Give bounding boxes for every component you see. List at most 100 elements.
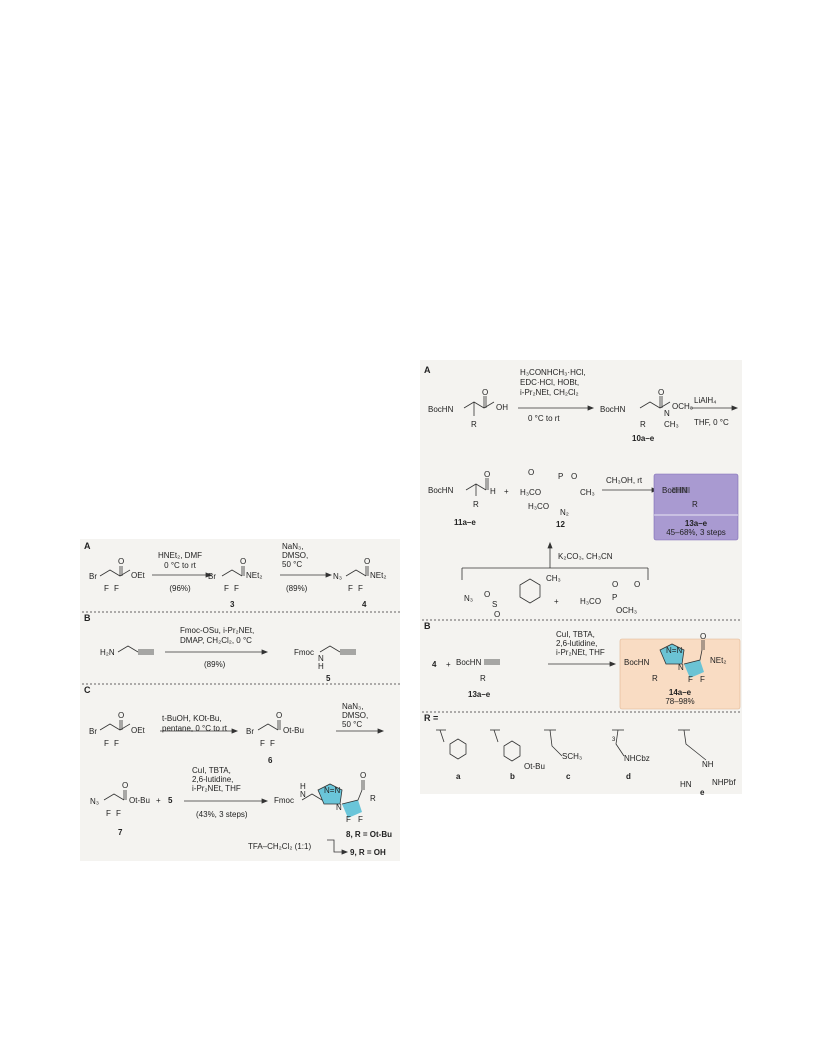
yield-b: (89%)	[204, 660, 226, 669]
lialh4: LiAlH₄	[694, 396, 717, 405]
b-prod-fmoc: Fmoc	[294, 648, 314, 657]
p4-f2: F	[358, 584, 363, 593]
p10-o: O	[658, 388, 665, 397]
ra-plus: +	[504, 487, 509, 496]
rb-four: 4	[432, 660, 437, 669]
p13-r: R	[692, 500, 698, 509]
r-group-b-ring	[503, 740, 521, 762]
c-prod-f2: F	[358, 815, 363, 824]
rb-prod-r: R	[652, 674, 658, 683]
rb-prod-f1: F	[688, 675, 693, 684]
sm-oet: OEt	[131, 571, 145, 580]
compound-11: 11a–e	[454, 518, 476, 527]
p6-br: Br	[246, 727, 254, 736]
rb-prod-bochn: BocHN	[624, 658, 650, 667]
r-c-sch3: SCH₃	[562, 752, 583, 761]
reagent-c1-line1: t-BuOH, KOt-Bu,	[162, 714, 222, 723]
yield-a2: (89%)	[286, 584, 308, 593]
bo-reagent: CH₃OH, rt	[606, 476, 643, 485]
reagent-c2-line1: NaN₃,	[342, 702, 364, 711]
c-sm-br: Br	[89, 727, 97, 736]
r-d-nhcbz: NHCbz	[624, 754, 650, 763]
r-d-subscript: 3	[612, 737, 616, 743]
phos-o1: O	[612, 580, 619, 589]
compound-10: 10a–e	[632, 434, 655, 443]
click-line2: 2,6-lutidine,	[192, 775, 234, 784]
rb-compound-13: 13a–e	[468, 690, 491, 699]
reagent-a2-line1: NaN₃,	[282, 542, 304, 551]
b-sm-h2n: H₂N	[100, 648, 115, 657]
phos-och3: OCH₃	[616, 606, 638, 615]
arrow-tfa	[327, 839, 342, 853]
compound-6: 6	[268, 756, 273, 765]
c-sm-f2: F	[114, 739, 119, 748]
click-yield: (43%, 3 steps)	[196, 810, 248, 819]
compound-14-yield: 78–98%	[665, 697, 695, 706]
section-label-b: B	[84, 613, 91, 623]
sm-br: Br	[89, 572, 97, 581]
p12-n2: N₂	[560, 508, 569, 517]
p12-o1: O	[528, 468, 535, 477]
p6-otbu: Ot-Bu	[283, 726, 304, 735]
r-e-nh: NH	[702, 760, 714, 769]
c-prod-n2: N	[336, 803, 342, 812]
reagent-a2-line2: DMSO,	[282, 551, 309, 560]
sm-f2: F	[114, 584, 119, 593]
click-line3: i-Pr₂NEt, THF	[192, 784, 241, 793]
reagent-b-line1: Fmoc-OSu, i-Pr₂NEt,	[180, 626, 255, 635]
tsn3-n3: N₃	[464, 594, 474, 603]
ra-reagent-line4: 0 °C to rt	[528, 414, 560, 423]
p6-o: O	[276, 711, 283, 720]
p3-net2: NEt₂	[246, 571, 263, 580]
reagent-c2-line3: 50 °C	[342, 720, 363, 729]
c-prod-f1: F	[346, 815, 351, 824]
right-section-label-b: B	[424, 621, 431, 631]
tsn3-s: S	[492, 600, 498, 609]
ra-sm-r: R	[471, 420, 477, 429]
c-plus: +	[156, 796, 161, 805]
rb-reagent-line2: 2,6-lutidine,	[556, 639, 598, 648]
r-b-otbu: Ot-Bu	[524, 762, 545, 771]
compound-4: 4	[362, 600, 367, 609]
c-prod-r: R	[370, 794, 376, 803]
r-group-a-ring	[449, 738, 467, 760]
c-prod-o: O	[360, 771, 367, 780]
p7-f1: F	[106, 809, 111, 818]
p6-f1: F	[260, 739, 265, 748]
reagent-b-line2: DMAP, CH₂Cl₂, 0 °C	[180, 636, 252, 645]
c-prod-n: N	[300, 790, 306, 799]
p12-p: P	[558, 472, 564, 481]
p12-h3co2: H₃CO	[528, 502, 550, 511]
rb-plus: +	[446, 660, 451, 669]
compound-7: 7	[118, 828, 123, 837]
b-prod-n: N	[318, 654, 324, 663]
rb-prod-f2: F	[700, 675, 705, 684]
right-scheme-panel	[420, 360, 742, 794]
rb-prod-net2: NEt₂	[710, 656, 727, 665]
r-e-nhpbf: NHPbf	[712, 778, 736, 787]
compound-9: 9, R = OH	[350, 848, 386, 857]
reagent-c1-line2: pentane, 0 °C to rt	[162, 724, 228, 733]
phos-h3co: H₃CO	[580, 597, 602, 606]
r-label-d: d	[626, 772, 631, 781]
r-label-e: e	[700, 788, 705, 797]
propargylamine	[117, 645, 139, 653]
sm-f1: F	[104, 584, 109, 593]
rb-sm-bochn: BocHN	[456, 658, 482, 667]
tfa-reagent: TFA–CH₂Cl₂ (1:1)	[248, 842, 312, 851]
reagent-a2-line3: 50 °C	[282, 560, 303, 569]
product-13-box	[653, 473, 739, 541]
r-label-a: a	[456, 772, 461, 781]
p11-r: R	[473, 500, 479, 509]
p11-h: H	[490, 487, 496, 496]
p4-n3: N₃	[333, 572, 343, 581]
p11-bochn: BocHN	[428, 486, 454, 495]
sm-o: O	[118, 557, 125, 566]
p4-net2: NEt₂	[370, 571, 387, 580]
p10-ch3: CH₃	[664, 420, 679, 429]
section-label-c: C	[84, 685, 91, 695]
sm-a-skeleton	[99, 569, 131, 577]
c-prod-h: H	[300, 782, 306, 791]
tsn3-o1: O	[484, 590, 491, 599]
